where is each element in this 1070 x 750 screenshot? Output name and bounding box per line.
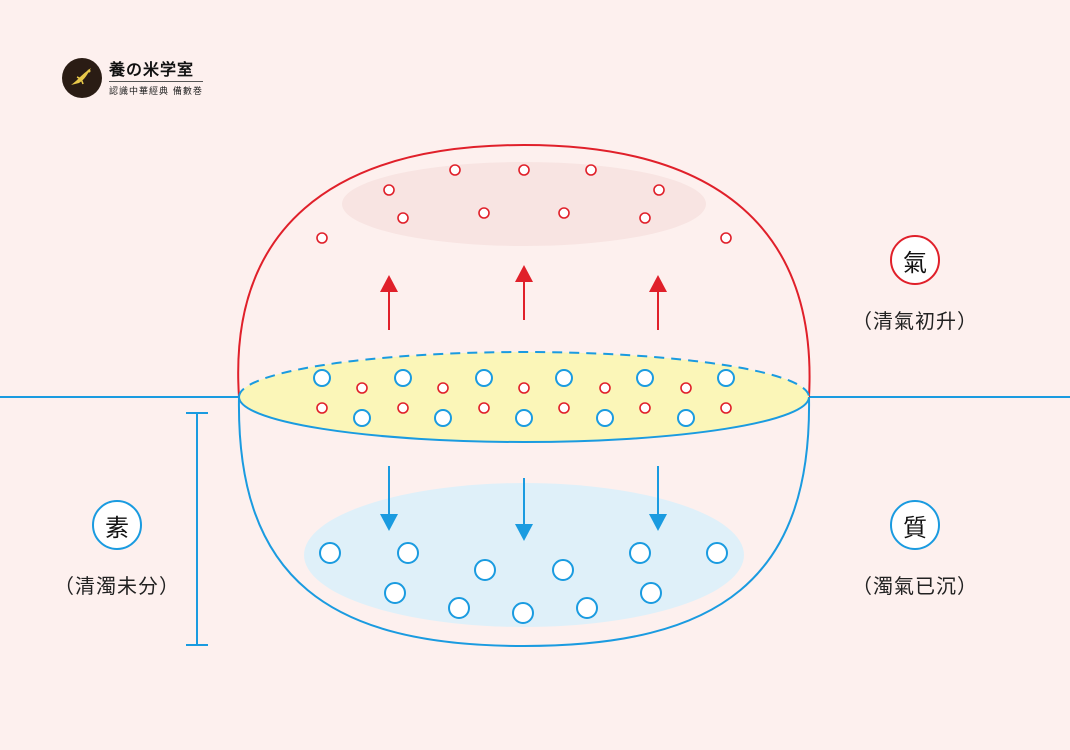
zhi-particle <box>515 409 533 427</box>
down-arrow-head <box>649 514 667 531</box>
upper-pink-region <box>342 162 706 246</box>
qi-particle <box>397 212 409 224</box>
qi-particle <box>356 382 368 394</box>
zhi-particle <box>677 409 695 427</box>
zhi-particle <box>636 369 654 387</box>
zhi-particle <box>640 582 662 604</box>
logo: 養の米学室 認識中華經典 備數巻 <box>62 58 203 98</box>
qi-particle <box>639 402 651 414</box>
qi-particle <box>383 184 395 196</box>
zhi-particle <box>448 597 470 619</box>
qi-caption: （清氣初升） <box>852 309 978 333</box>
qi-particle <box>518 164 530 176</box>
zhi-particle <box>552 559 574 581</box>
zhi-particle <box>706 542 728 564</box>
up-arrow-head <box>380 275 398 292</box>
qi-particle <box>437 382 449 394</box>
up-arrow-head <box>649 275 667 292</box>
qi-particle <box>720 232 732 244</box>
zhi-particle <box>717 369 735 387</box>
qi-particle <box>518 382 530 394</box>
qi-particle <box>653 184 665 196</box>
qi-label: 氣 <box>890 235 940 285</box>
zhi-caption: （濁氣已沉） <box>852 574 978 598</box>
su-label: 素 <box>92 500 142 550</box>
zhi-particle <box>576 597 598 619</box>
zhi-particle <box>353 409 371 427</box>
down-arrow-head <box>380 514 398 531</box>
zhi-particle <box>384 582 406 604</box>
zhi-particle <box>474 559 496 581</box>
qi-particle <box>720 402 732 414</box>
up-arrows <box>380 265 667 330</box>
zhi-particle <box>475 369 493 387</box>
qi-particle <box>558 402 570 414</box>
su-bracket <box>186 412 208 646</box>
middle-ellipse-back <box>238 351 810 398</box>
qi-particle <box>316 232 328 244</box>
zhi-particle <box>629 542 651 564</box>
qi-particle <box>680 382 692 394</box>
zhi-particle <box>596 409 614 427</box>
logo-title: 養の米学室 <box>109 60 203 82</box>
qi-particle <box>599 382 611 394</box>
qi-particle <box>639 212 651 224</box>
up-arrow-head <box>515 265 533 282</box>
particles <box>313 164 735 624</box>
qi-particle <box>558 207 570 219</box>
qi-particle <box>316 402 328 414</box>
upper-dome-outline <box>237 143 811 398</box>
zhi-particle <box>512 602 534 624</box>
qi-particle <box>585 164 597 176</box>
zhi-particle <box>319 542 341 564</box>
zhi-particle <box>555 369 573 387</box>
qi-particle <box>478 402 490 414</box>
qi-particle <box>478 207 490 219</box>
zhi-particle <box>434 409 452 427</box>
zhi-label: 質 <box>890 500 940 550</box>
lower-blue-region <box>304 483 744 627</box>
su-caption: （清濁未分） <box>54 574 180 598</box>
down-arrows <box>380 466 667 541</box>
down-arrow-head <box>515 524 533 541</box>
qi-particle <box>397 402 409 414</box>
lower-bowl-outline <box>237 396 811 648</box>
zhi-particle <box>397 542 419 564</box>
qi-particle <box>449 164 461 176</box>
logo-subtitle: 認識中華經典 備數巻 <box>109 86 203 97</box>
zhi-particle <box>394 369 412 387</box>
bird-logo-icon <box>62 58 102 98</box>
zhi-particle <box>313 369 331 387</box>
